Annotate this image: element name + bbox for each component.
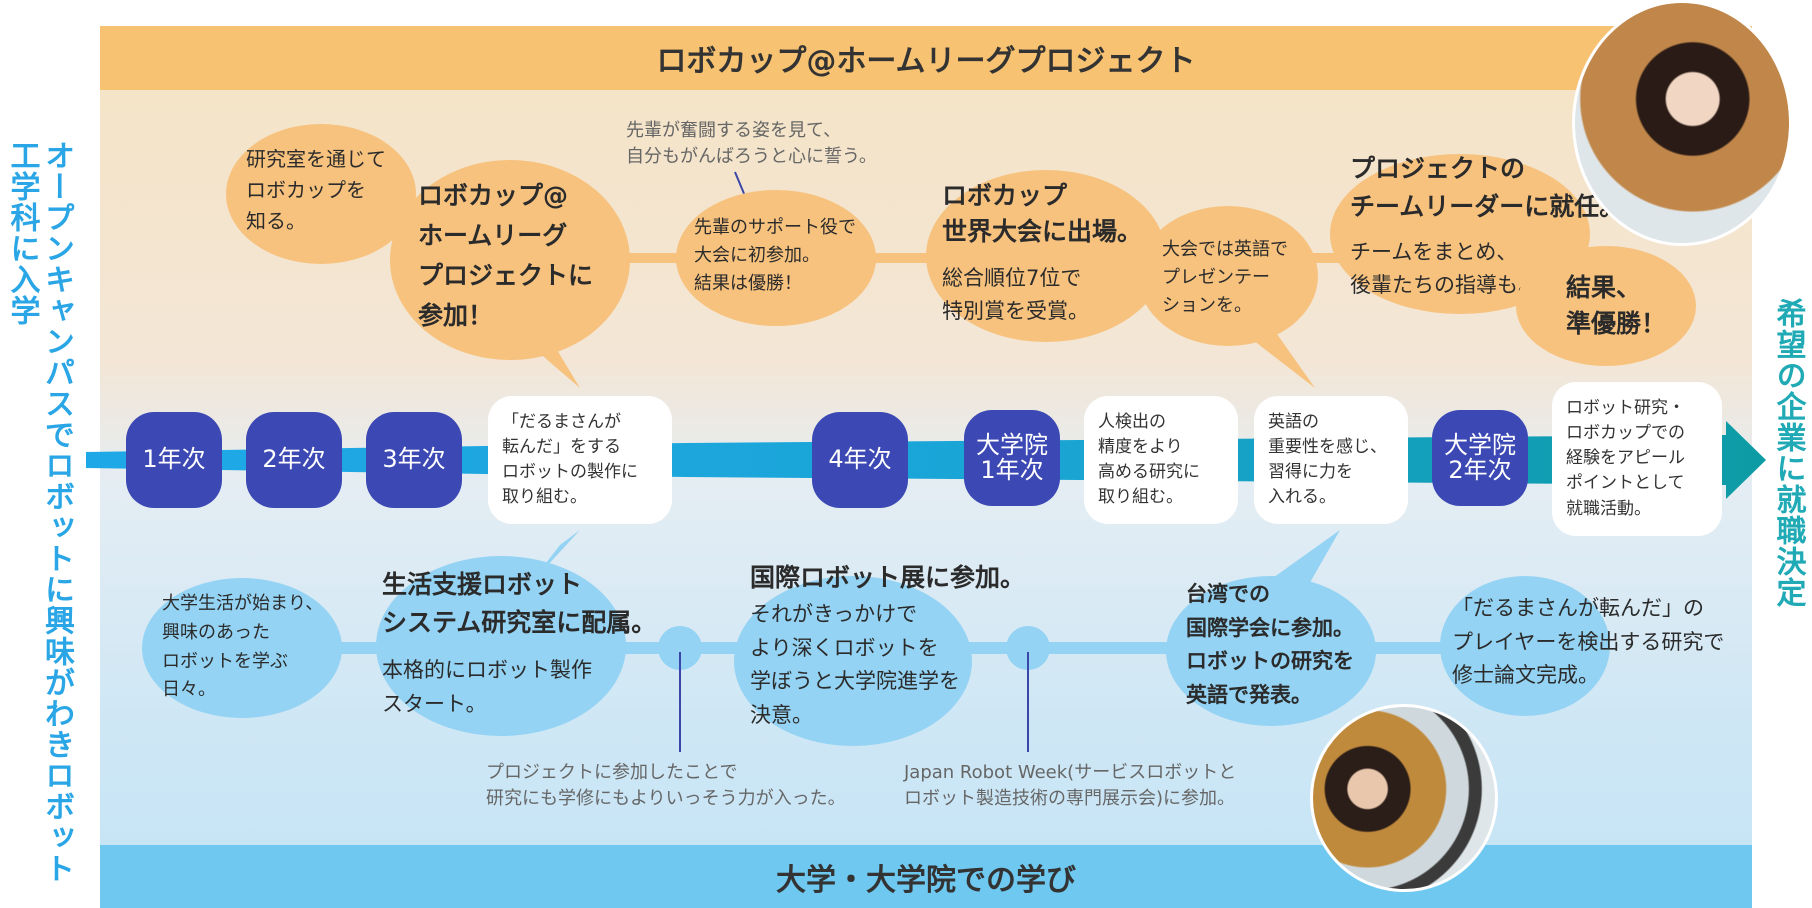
node-year-4: 4年次: [812, 412, 908, 508]
bubble-first-tournament: [676, 190, 876, 326]
text-university-life: 大学生活が始まり、 興味のあった ロボットを学ぶ 日々。: [162, 593, 324, 701]
text-first-tournament: 先輩のサポート役で 大会に初参加。 結果は優勝！: [694, 217, 856, 294]
bubble-world-cup: [926, 170, 1166, 342]
bubble-learn-robocup: [226, 124, 416, 264]
note-project-effect: プロジェクトに参加したことで 研究にも学修にもよりいっそう力が入った。: [486, 762, 846, 810]
node-year-3: 3年次: [366, 412, 462, 508]
project-banner: ロボカップ@ホームリーグプロジェクト: [100, 26, 1752, 90]
text-english-presentation: 大会では英語で プレゼンテー ションを。: [1162, 239, 1288, 316]
card-job-hunting: ロボット研究・ ロボカップでの 経験をアピール ポイントとして 就職活動。: [1552, 382, 1722, 536]
node-year-2: 2年次: [246, 412, 342, 508]
text-join-project: ロボカップ@ ホームリーグ プロジェクトに 参加！: [418, 181, 594, 330]
bubble-taiwan-conference: [1166, 576, 1376, 726]
bubble-robot-expo: [734, 576, 972, 746]
bubble-lab-assigned: [376, 556, 626, 736]
text-team-leader-body: チームをまとめ、 後輩たちの指導も。: [1350, 240, 1539, 297]
student-photo-bottom: [1310, 704, 1498, 892]
node-grad-2: 大学院 2年次: [1432, 410, 1528, 506]
text-world-cup-title: ロボカップ 世界大会に出場。: [942, 181, 1143, 247]
bubble-english-presentation: [1138, 206, 1318, 346]
note-senpai: 先輩が奮闘する姿を見て、 自分もがんばろうと心に誓う。: [626, 120, 877, 168]
bubble-runner-up: [1516, 246, 1696, 366]
note-robot-week: Japan Robot Week(サービスロボットと ロボット製造技術の専門展示…: [904, 762, 1237, 810]
start-caption: オープンキャンパスでロボットに興味がわきロボット工学科に入学: [4, 140, 75, 884]
text-world-cup-body: 総合順位7位で 特別賞を受賞。: [942, 266, 1089, 323]
card-daruma-robot: 「だるまさんが 転んだ」をする ロボットの製作に 取り組む。: [488, 396, 672, 524]
pointer-line-robot-week: [1027, 652, 1029, 752]
text-robot-expo-body: それがきっかけで より深くロボットを 学ぼうと大学院進学を 決意。: [750, 602, 960, 727]
bubble-join-project: [390, 160, 630, 360]
text-team-leader-title: プロジェクトの チームリーダーに就任。: [1350, 154, 1625, 221]
card-english: 英語の 重要性を感じ、 習得に力を 入れる。: [1254, 396, 1408, 524]
end-caption: 希望の企業に就職決定: [1770, 298, 1806, 608]
text-thesis: 「だるまさんが転んだ」の プレイヤーを検出する研究で 修士論文完成。: [1452, 596, 1725, 688]
text-taiwan-conference: 台湾での 国際学会に参加。 ロボットの研究を 英語で発表。: [1186, 582, 1354, 707]
card-human-detection: 人検出の 精度をより 高める研究に 取り組む。: [1084, 396, 1238, 524]
text-learn-robocup: 研究室を通じて ロボカップを 知る。: [246, 147, 386, 233]
text-lab-assigned-body: 本格的にロボット製作 スタート。: [382, 658, 592, 716]
bubble-university-life: [142, 578, 342, 718]
text-robot-expo-title: 国際ロボット展に参加。: [750, 563, 1026, 592]
text-runner-up: 結果、 準優勝！: [1566, 273, 1667, 339]
bubble-thesis: [1440, 576, 1610, 716]
student-photo-top: [1572, 0, 1792, 246]
text-lab-assigned-title: 生活支援ロボット システム研究室に配属。: [382, 570, 657, 637]
node-year-1: 1年次: [126, 412, 222, 508]
pointer-line-project: [679, 652, 681, 752]
node-grad-1: 大学院 1年次: [964, 410, 1060, 506]
